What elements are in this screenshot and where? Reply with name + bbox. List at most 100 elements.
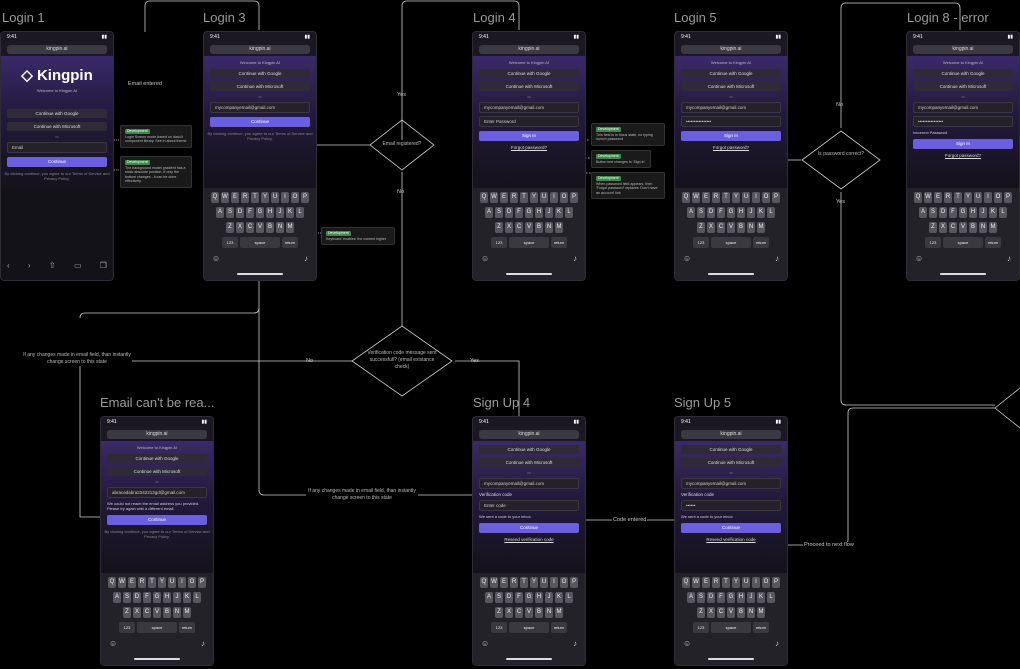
kb-key-t[interactable]: T — [954, 192, 962, 203]
kb-key-v[interactable]: V — [525, 607, 533, 618]
kb-key-s[interactable]: S — [123, 592, 131, 603]
mic-icon[interactable]: ♪ — [573, 254, 577, 263]
kb-return-key[interactable]: return — [985, 237, 1001, 248]
kb-key-y[interactable]: Y — [530, 577, 538, 588]
kb-key-a[interactable]: A — [687, 207, 695, 218]
kb-key-p[interactable]: P — [570, 577, 578, 588]
kb-key-y[interactable]: Y — [964, 192, 972, 203]
url-bar[interactable]: kingpin.ai — [7, 45, 107, 54]
kb-key-m[interactable]: M — [286, 222, 294, 233]
kb-key-b[interactable]: B — [737, 222, 745, 233]
kb-key-c[interactable]: C — [246, 222, 254, 233]
kb-key-z[interactable]: Z — [697, 222, 705, 233]
kb-key-n[interactable]: N — [545, 607, 553, 618]
kb-key-s[interactable]: S — [495, 592, 503, 603]
kb-return-key[interactable]: return — [753, 237, 769, 248]
kb-key-c[interactable]: C — [949, 222, 957, 233]
kb-num-key[interactable]: 123 — [491, 237, 507, 248]
kb-key-s[interactable]: S — [697, 207, 705, 218]
share-icon[interactable]: ⇧ — [48, 261, 56, 270]
kb-key-d[interactable]: D — [505, 207, 513, 218]
emoji-icon[interactable]: ☺ — [481, 254, 490, 263]
kb-key-l[interactable]: L — [193, 592, 201, 603]
kb-key-x[interactable]: X — [939, 222, 947, 233]
kb-key-u[interactable]: U — [540, 577, 548, 588]
bookmarks-icon[interactable]: ▭ — [73, 261, 82, 270]
kb-return-key[interactable]: return — [551, 237, 567, 248]
kb-key-y[interactable]: Y — [732, 577, 740, 588]
url-bar[interactable]: kingpin.ai — [210, 45, 310, 54]
kb-key-f[interactable]: F — [717, 592, 725, 603]
kb-key-w[interactable]: W — [221, 192, 229, 203]
kb-key-j[interactable]: J — [276, 207, 284, 218]
kb-key-s[interactable]: S — [495, 207, 503, 218]
kb-key-t[interactable]: T — [722, 192, 730, 203]
kb-key-y[interactable]: Y — [158, 577, 166, 588]
microsoft-button[interactable]: Continue with Microsoft — [7, 122, 107, 131]
kb-key-y[interactable]: Y — [732, 192, 740, 203]
kb-key-k[interactable]: K — [757, 592, 765, 603]
kb-space-key[interactable]: space — [711, 622, 751, 633]
emoji-icon[interactable]: ☺ — [481, 639, 490, 648]
kb-key-d[interactable]: D — [133, 592, 141, 603]
continue-button[interactable]: Continue — [479, 523, 579, 533]
kb-key-w[interactable]: W — [490, 192, 498, 203]
url-bar[interactable]: kingpin.ai — [913, 45, 1013, 54]
kb-key-u[interactable]: U — [271, 192, 279, 203]
kb-key-a[interactable]: A — [687, 592, 695, 603]
kb-key-v[interactable]: V — [727, 222, 735, 233]
kb-key-n[interactable]: N — [979, 222, 987, 233]
kb-key-r[interactable]: R — [138, 577, 146, 588]
sign-in-button[interactable]: Sign In — [479, 131, 579, 141]
continue-button[interactable]: Continue — [7, 157, 107, 167]
kb-return-key[interactable]: return — [179, 622, 195, 633]
kb-key-z[interactable]: Z — [495, 607, 503, 618]
kb-space-key[interactable]: space — [509, 622, 549, 633]
kb-key-c[interactable]: C — [515, 607, 523, 618]
kb-key-a[interactable]: A — [919, 207, 927, 218]
kb-key-x[interactable]: X — [133, 607, 141, 618]
mic-icon[interactable]: ♪ — [573, 639, 577, 648]
tabs-icon[interactable]: ❐ — [99, 261, 107, 270]
kb-key-k[interactable]: K — [286, 207, 294, 218]
kb-key-q[interactable]: Q — [682, 577, 690, 588]
kb-key-l[interactable]: L — [296, 207, 304, 218]
kb-key-w[interactable]: W — [490, 577, 498, 588]
sign-in-button[interactable]: Sign In — [913, 139, 1013, 149]
kb-num-key[interactable]: 123 — [693, 622, 709, 633]
kb-key-u[interactable]: U — [540, 192, 548, 203]
url-bar[interactable]: kingpin.ai — [681, 45, 781, 54]
kb-key-p[interactable]: P — [772, 577, 780, 588]
kb-key-y[interactable]: Y — [261, 192, 269, 203]
kb-key-i[interactable]: I — [752, 577, 760, 588]
kb-key-m[interactable]: M — [757, 607, 765, 618]
kb-key-d[interactable]: D — [707, 207, 715, 218]
kb-key-d[interactable]: D — [707, 592, 715, 603]
kb-key-t[interactable]: T — [520, 577, 528, 588]
kb-space-key[interactable]: space — [240, 237, 280, 248]
sign-in-button[interactable]: Sign In — [681, 131, 781, 141]
kb-key-q[interactable]: Q — [480, 192, 488, 203]
password-field[interactable]: •••••••••••••••• — [913, 116, 1013, 127]
kb-key-a[interactable]: A — [216, 207, 224, 218]
kb-key-v[interactable]: V — [153, 607, 161, 618]
continue-button[interactable]: Continue — [210, 117, 310, 127]
kb-key-p[interactable]: P — [772, 192, 780, 203]
kb-key-m[interactable]: M — [757, 222, 765, 233]
email-field[interactable]: mycompanyemail@gmail.com — [210, 102, 310, 113]
kb-key-b[interactable]: B — [969, 222, 977, 233]
kb-num-key[interactable]: 123 — [119, 622, 135, 633]
kb-key-g[interactable]: G — [727, 207, 735, 218]
kb-space-key[interactable]: space — [137, 622, 177, 633]
kb-key-t[interactable]: T — [520, 192, 528, 203]
kb-key-z[interactable]: Z — [929, 222, 937, 233]
kb-key-k[interactable]: K — [555, 207, 563, 218]
kb-key-u[interactable]: U — [742, 192, 750, 203]
url-bar[interactable]: kingpin.ai — [681, 430, 781, 439]
mic-icon[interactable]: ♪ — [201, 639, 205, 648]
back-icon[interactable]: ‹ — [7, 261, 10, 270]
kb-key-l[interactable]: L — [767, 207, 775, 218]
kb-key-x[interactable]: X — [707, 607, 715, 618]
kb-key-s[interactable]: S — [697, 592, 705, 603]
kb-key-t[interactable]: T — [251, 192, 259, 203]
